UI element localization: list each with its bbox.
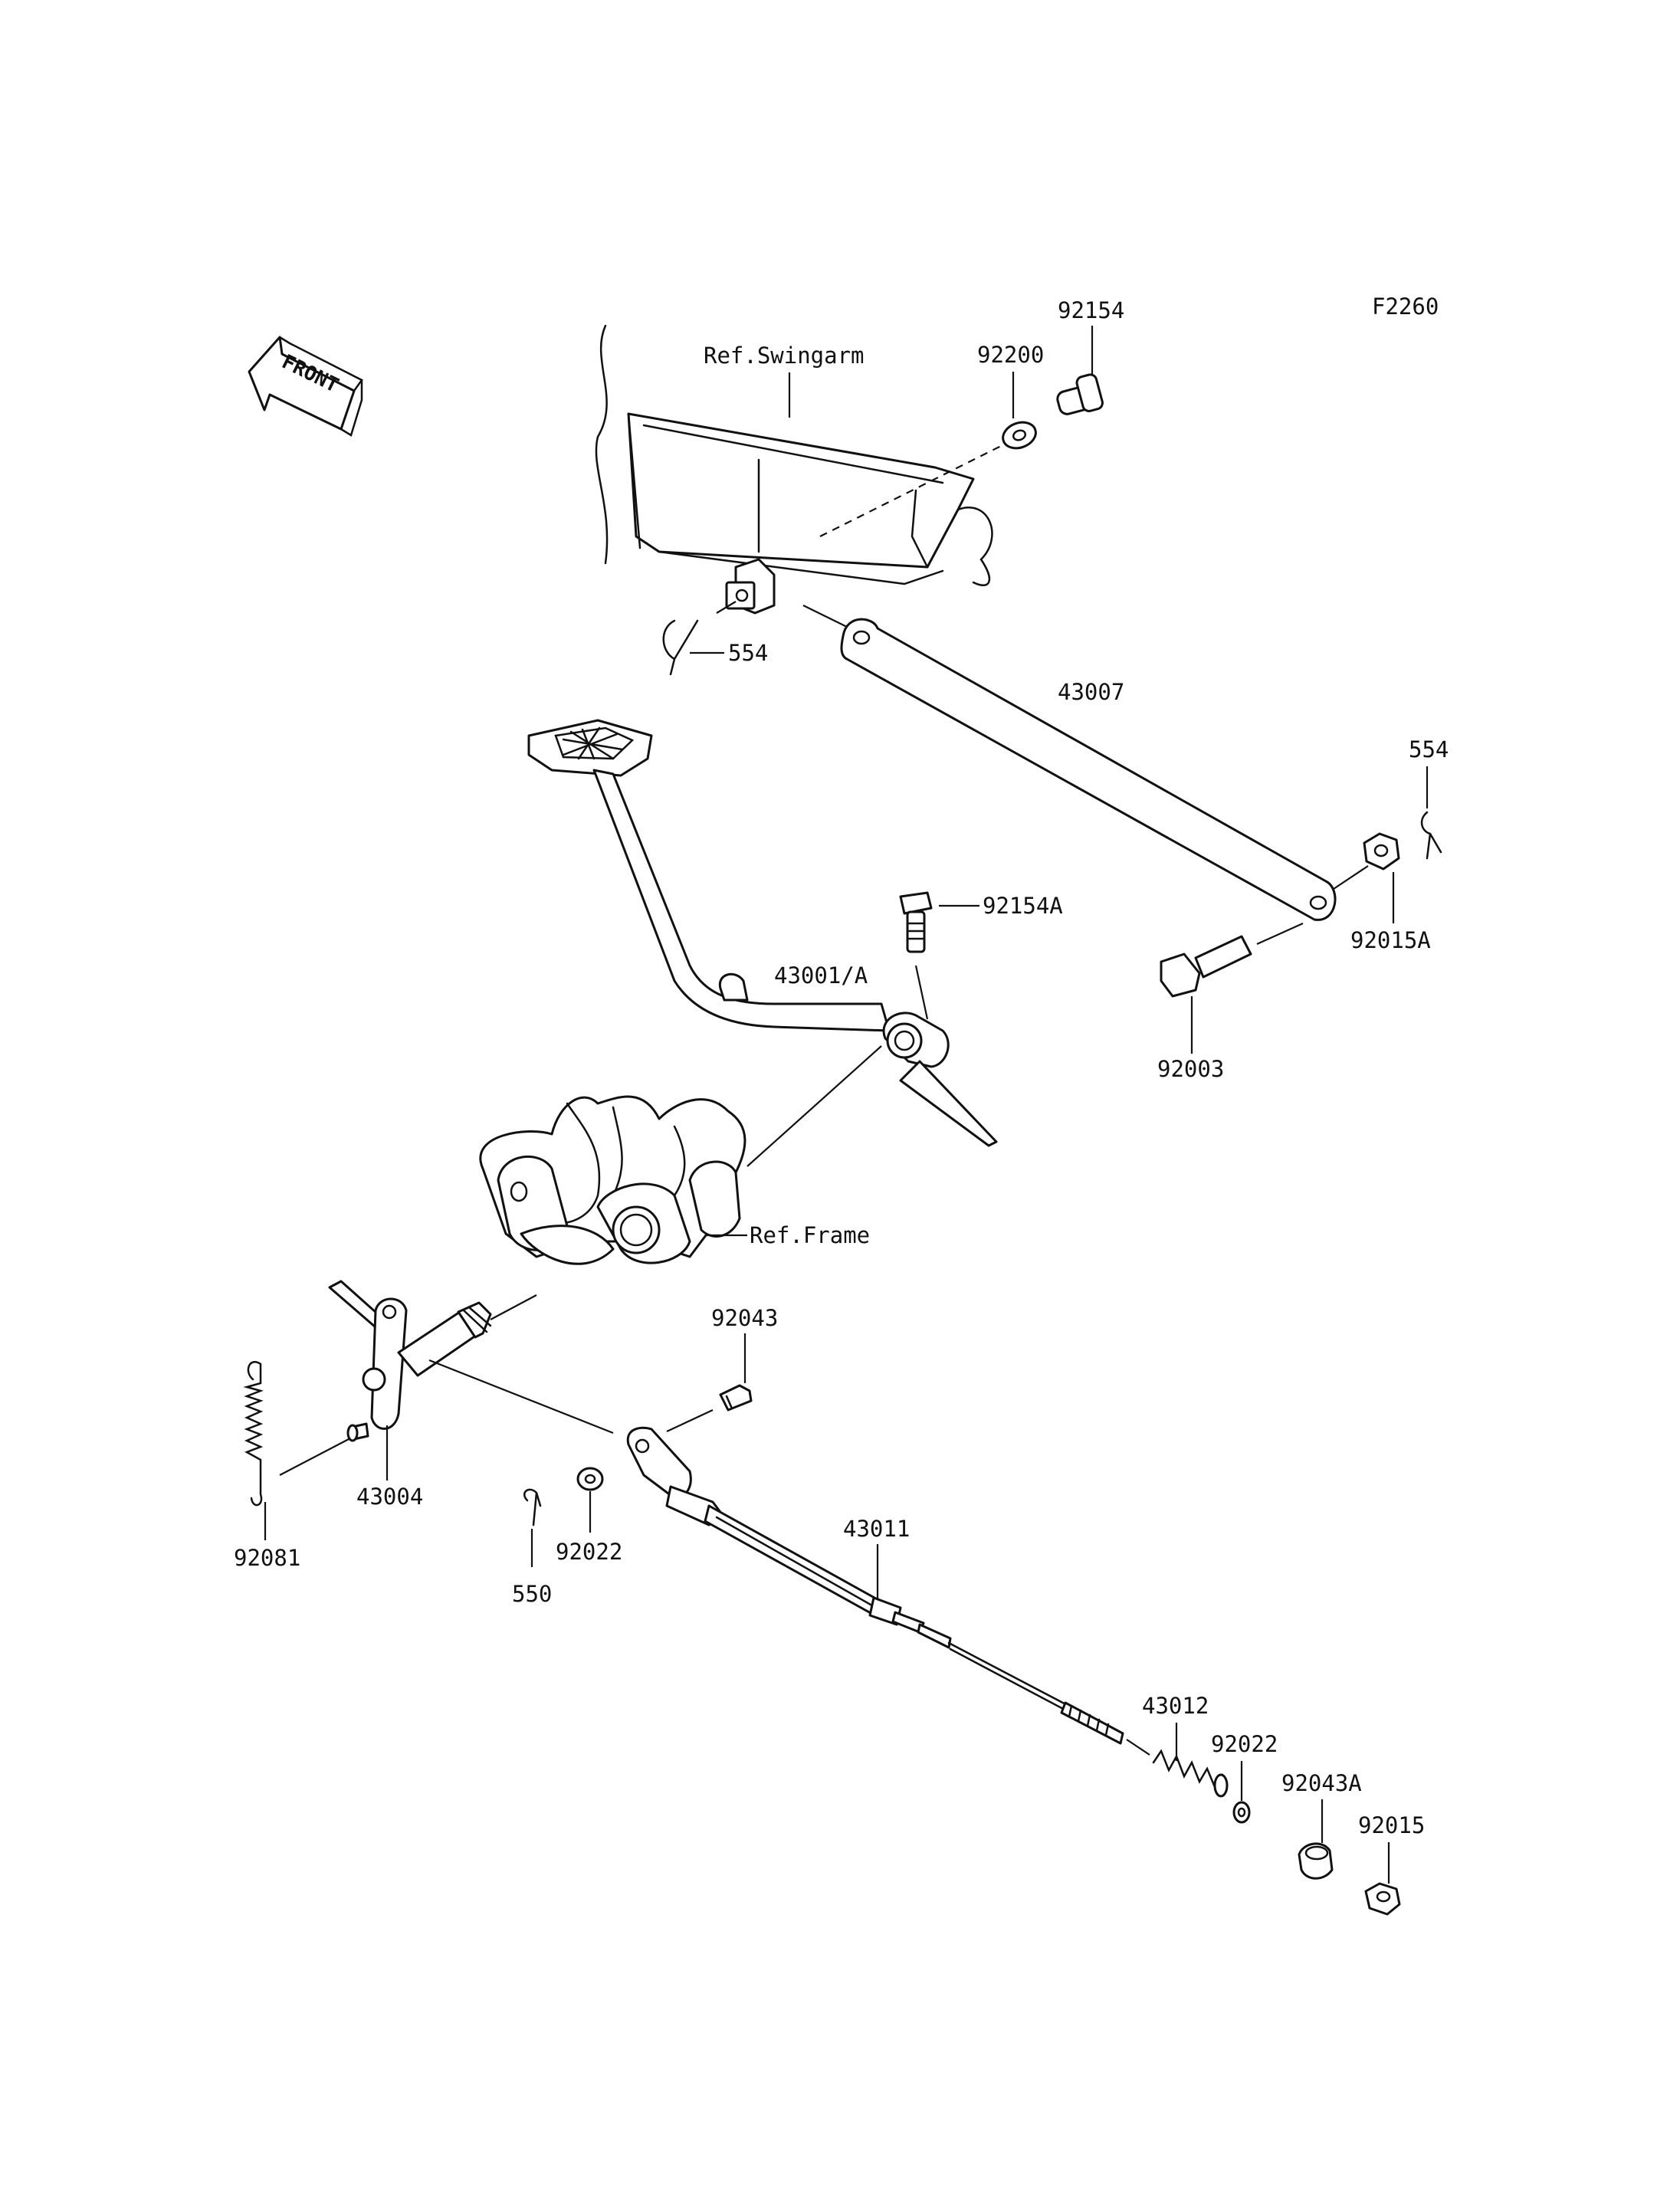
part-label-92022-left: 92022 xyxy=(556,1539,622,1565)
frame-ref-label: Ref.Frame xyxy=(750,1222,870,1248)
spring-43012-icon xyxy=(1152,1749,1229,1798)
bolt-92003-icon xyxy=(1160,935,1252,998)
nut-92015-icon xyxy=(1364,1882,1401,1916)
part-label-92154A: 92154A xyxy=(983,893,1063,919)
washer-92022-left-icon xyxy=(576,1467,604,1491)
part-label-43012: 43012 xyxy=(1142,1693,1209,1719)
part-label-43004: 43004 xyxy=(356,1484,423,1510)
spring-92081-icon xyxy=(243,1361,264,1507)
pin-92043-icon xyxy=(719,1384,753,1412)
front-direction-arrow-icon: FRONT xyxy=(248,336,363,437)
r-pin-554-top-icon xyxy=(662,619,699,676)
part-label-92015: 92015 xyxy=(1358,1812,1425,1838)
part-label-92081: 92081 xyxy=(234,1545,300,1571)
r-pin-554-right-icon xyxy=(1420,811,1442,860)
brake-rod-43011 xyxy=(626,1426,1124,1745)
washer-92022-right-icon xyxy=(1232,1801,1251,1824)
pin-92043A-icon xyxy=(1298,1842,1334,1880)
washer-92200-icon xyxy=(1002,421,1037,450)
part-label-92043A: 92043A xyxy=(1281,1770,1362,1796)
part-label-92003: 92003 xyxy=(1157,1056,1224,1082)
part-label-92043: 92043 xyxy=(711,1305,778,1331)
torque-link-43007 xyxy=(840,618,1337,921)
frame-reference xyxy=(479,1095,746,1265)
part-label-554-right: 554 xyxy=(1409,736,1449,762)
part-label-554-top: 554 xyxy=(728,640,768,666)
part-label-92022-right: 92022 xyxy=(1211,1731,1278,1757)
brake-pedal-43001A xyxy=(527,719,998,1147)
nut-92015A-icon xyxy=(1363,832,1400,871)
part-label-43011: 43011 xyxy=(843,1516,910,1542)
part-label-550: 550 xyxy=(512,1581,552,1607)
brake-shaft-43004 xyxy=(328,1280,492,1442)
part-label-92015A: 92015A xyxy=(1350,927,1431,953)
cotter-pin-550-icon xyxy=(523,1488,542,1526)
part-label-43001A: 43001/A xyxy=(774,962,868,989)
part-label-92154: 92154 xyxy=(1058,297,1124,323)
swingarm-ref-label: Ref.Swingarm xyxy=(704,343,865,369)
bolt-92154A-icon xyxy=(899,891,933,953)
swingarm-reference xyxy=(595,324,1005,615)
part-label-43007: 43007 xyxy=(1058,679,1124,705)
bolt-92154-icon xyxy=(1056,373,1104,415)
part-label-92200: 92200 xyxy=(977,342,1044,368)
figure-code: F2260 xyxy=(1372,293,1439,320)
